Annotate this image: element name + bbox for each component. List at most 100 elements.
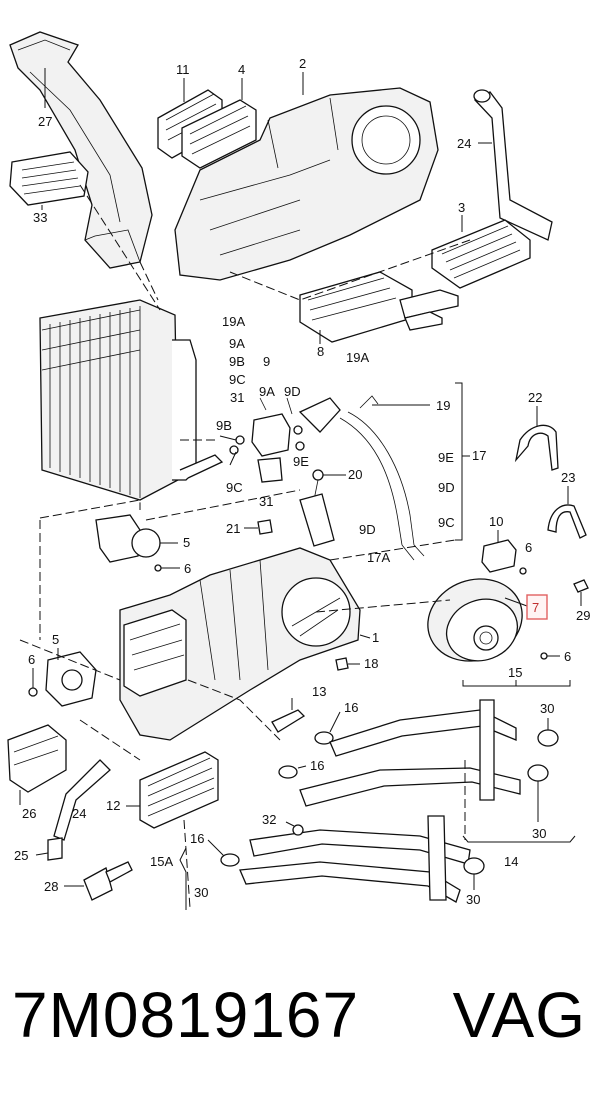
callout-13: 13	[312, 684, 326, 699]
callout-9d-mid: 9D	[284, 384, 301, 399]
callout-8: 8	[317, 344, 324, 359]
callout-24-bottom: 24	[72, 806, 86, 821]
callout-30-bottom: 30	[466, 892, 480, 907]
drain-tube-24	[473, 89, 553, 241]
callout-1: 1	[372, 630, 379, 645]
callout-31-top: 31	[230, 390, 244, 405]
screw-6-left	[28, 668, 38, 697]
callout-15a: 15A	[150, 854, 173, 869]
callout-23: 23	[561, 470, 575, 485]
callout-9a-mid: 9A	[259, 384, 275, 399]
blower-motor-7	[427, 578, 560, 662]
callout-9e-mid: 9E	[293, 454, 309, 469]
callout-9d-lower: 9D	[359, 522, 376, 537]
callout-16-top: 16	[344, 700, 358, 715]
callout-33: 33	[33, 210, 47, 225]
clip-21	[244, 519, 273, 535]
callout-15: 15	[508, 665, 522, 680]
callout-31-mid: 31	[259, 494, 273, 509]
coolant-hoses-15a	[179, 847, 187, 910]
callout-7: 7	[532, 600, 539, 615]
cabin-filter-3	[431, 215, 531, 289]
callout-9c-left: 9C	[229, 372, 246, 387]
callout-3: 3	[458, 200, 465, 215]
flap-actuator-5	[95, 514, 180, 572]
callout-30-top: 30	[540, 701, 554, 716]
callout-29: 29	[576, 608, 590, 623]
rivet-29	[573, 579, 589, 606]
callout-32: 32	[262, 812, 276, 827]
nut-32	[285, 821, 304, 836]
part-caption: 7M0819167 VAG	[0, 960, 600, 1070]
dust-filter-12	[126, 751, 219, 829]
callout-9d-right: 9D	[438, 480, 455, 495]
hose-clamp-16-a	[314, 711, 341, 745]
hose-clamp-16-b	[278, 765, 307, 779]
refrigerant-lines-17	[298, 382, 470, 561]
evaporator-core	[39, 299, 224, 501]
exploded-parts-diagram: 27 11 4 2 24 33 3 19A 9A 9B 9 9C 31 8 19…	[7, 31, 590, 910]
callout-30-lower: 30	[194, 885, 208, 900]
drain-hose-24	[35, 759, 111, 861]
callout-10: 10	[489, 514, 503, 529]
callout-20: 20	[348, 467, 362, 482]
callout-11: 11	[176, 62, 190, 77]
coolant-hoses-15	[299, 680, 571, 807]
callout-21: 21	[226, 521, 240, 536]
callout-24-top: 24	[457, 136, 471, 151]
callout-4: 4	[238, 62, 245, 77]
seal-30-c	[463, 857, 485, 890]
bracket-26	[7, 724, 67, 805]
callout-19: 19	[436, 398, 450, 413]
flap-actuator-5-lower	[45, 648, 97, 707]
callout-9c-right: 9C	[438, 515, 455, 530]
temperature-sensor-28	[64, 861, 133, 901]
callout-19a-right: 19A	[346, 350, 369, 365]
bracket-13	[271, 698, 306, 733]
callout-9c-mid: 9C	[226, 480, 243, 495]
callout-labels: 27 11 4 2 24 33 3 19A 9A 9B 9 9C 31 8 19…	[14, 56, 590, 907]
hose-clamp-16-c	[207, 839, 240, 867]
callout-9e-right: 9E	[438, 450, 454, 465]
callout-5-lower: 5	[52, 632, 59, 647]
control-module-10	[481, 530, 527, 575]
air-duct-27	[9, 31, 153, 269]
part-number: 7M0819167	[12, 979, 360, 1051]
callout-6-left: 6	[28, 652, 35, 667]
callout-22: 22	[528, 390, 542, 405]
heater-housing-2	[174, 72, 439, 281]
callout-25: 25	[14, 848, 28, 863]
callout-28: 28	[44, 879, 58, 894]
callout-9: 9	[263, 354, 270, 369]
screw-20	[312, 469, 346, 501]
callout-16-mid: 16	[310, 758, 324, 773]
air-conditioner-housing-1	[119, 493, 371, 741]
strap-23	[547, 486, 587, 539]
callout-17a: 17A	[367, 550, 390, 565]
expansion-valve-9	[219, 397, 305, 483]
grommet-18	[335, 657, 360, 671]
callout-5-upper: 5	[183, 535, 190, 550]
callout-6-upper: 6	[184, 561, 191, 576]
callout-27: 27	[38, 114, 52, 129]
callout-12: 12	[106, 798, 120, 813]
callout-9b-mid: 9B	[216, 418, 232, 433]
heater-core-8	[299, 271, 459, 344]
callout-16-bottom: 16	[190, 831, 204, 846]
callout-2: 2	[299, 56, 306, 71]
callout-9a-left: 9A	[229, 336, 245, 351]
brand-name: VAG	[452, 979, 586, 1051]
callout-19a-left: 19A	[222, 314, 245, 329]
strap-22	[514, 406, 559, 471]
filter-element-4	[181, 78, 257, 169]
highlight-box-7	[526, 594, 548, 620]
callout-26: 26	[22, 806, 36, 821]
assembly-leader-lines	[19, 184, 471, 909]
callout-6-motor: 6	[564, 649, 571, 664]
coolant-hoses-14	[239, 815, 576, 903]
callout-30-mid: 30	[532, 826, 546, 841]
seal-30-a	[537, 718, 559, 747]
callout-6-right: 6	[525, 540, 532, 555]
callout-14: 14	[504, 854, 518, 869]
callout-9b-left: 9B	[229, 354, 245, 369]
